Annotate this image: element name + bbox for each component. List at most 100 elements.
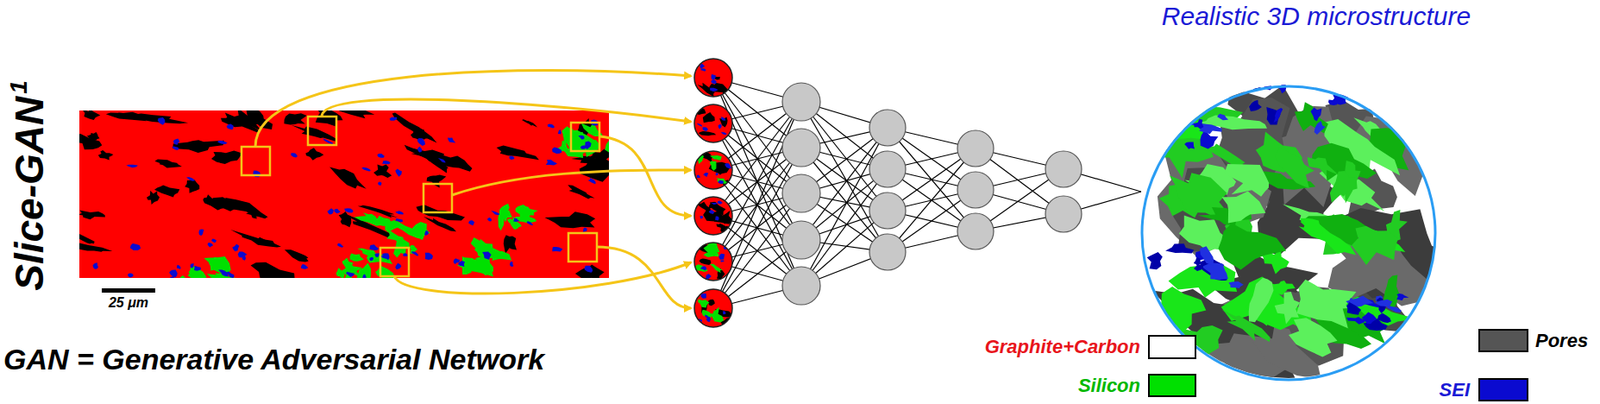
sei-region (127, 272, 134, 277)
patch-box (380, 247, 409, 277)
sei-region (721, 116, 726, 121)
hidden-neuron (869, 233, 906, 270)
sei-region (527, 220, 534, 226)
sei-region (704, 314, 710, 319)
sei-volume (1248, 100, 1262, 112)
sei-region (710, 74, 716, 80)
silicon-volume (1248, 277, 1274, 323)
sei-region (226, 124, 234, 131)
sei-volume (1193, 263, 1204, 271)
pore-region (338, 211, 352, 227)
figure-title: Slice-GAN (6, 96, 52, 291)
scale-label: 25 μm (108, 294, 149, 311)
silicon-volume (1307, 156, 1339, 177)
pore-region (521, 119, 538, 127)
hidden-neuron (1045, 150, 1082, 188)
input-neuron (694, 58, 733, 97)
patch-box (241, 146, 270, 176)
hidden-neuron (869, 150, 906, 188)
pore-region (225, 197, 268, 219)
silicon-region (208, 257, 226, 271)
sei-region (717, 200, 723, 204)
sei-region (417, 138, 426, 146)
input-patch (694, 104, 733, 143)
sei-region (715, 172, 719, 176)
legend-swatch (1148, 334, 1197, 359)
pore-region (79, 225, 95, 244)
pore-region (81, 110, 101, 120)
sei-region (395, 263, 402, 270)
sei-region (710, 202, 718, 205)
sei-region (238, 251, 248, 258)
legend-label: Silicon (1078, 374, 1141, 397)
silicon-volume (1270, 280, 1295, 295)
microstructure-render (1139, 79, 1475, 404)
sei-region (584, 140, 591, 150)
pore-region (439, 153, 472, 171)
silicon-region (697, 299, 710, 308)
sei-region (458, 260, 465, 267)
sei-region (482, 251, 492, 260)
legend-swatch (1478, 377, 1529, 402)
sei-region (720, 259, 724, 262)
silicon-volume (1221, 308, 1270, 342)
silicon-region (350, 253, 365, 262)
sei-region (382, 252, 390, 260)
sei-region (577, 135, 584, 140)
pore-region (329, 167, 367, 189)
sei-region (369, 244, 379, 251)
patch-box (307, 116, 337, 145)
patch-box (423, 183, 452, 213)
silicon-volume (1380, 97, 1431, 125)
sei-region (588, 177, 597, 184)
silicon-region (510, 216, 520, 230)
scale-bar (101, 288, 156, 293)
neural-network (690, 58, 1142, 327)
sei-region (362, 273, 367, 278)
patch-arrow (599, 136, 691, 216)
sei-region (376, 153, 385, 158)
legend-swatch (1148, 373, 1197, 397)
sei-region (700, 266, 708, 271)
sei-region (710, 79, 716, 84)
pore-region (211, 150, 243, 164)
sei-region (722, 310, 727, 314)
sei-region (176, 264, 182, 270)
sei-region (701, 293, 707, 299)
sei-region (721, 131, 728, 135)
silicon-region (394, 219, 421, 239)
sei-region (207, 242, 214, 248)
pore-region (567, 184, 595, 199)
legend-label: Graphite+Carbon (985, 335, 1141, 358)
sei-region (211, 238, 217, 244)
sei-region (377, 181, 382, 186)
legend-label: Pores (1535, 329, 1588, 352)
sei-volume (1199, 245, 1214, 265)
pore-region (715, 223, 724, 228)
sei-volume (1346, 316, 1367, 325)
circle-border (1141, 86, 1436, 380)
hidden-neuron (957, 213, 994, 250)
sei-region (701, 68, 707, 71)
pore-region (98, 150, 114, 161)
silicon-region (475, 257, 495, 269)
input-patch (694, 288, 733, 327)
silicon-region (363, 212, 377, 223)
input-patch (694, 150, 733, 189)
sei-region (411, 250, 419, 256)
silicon-region (519, 209, 530, 218)
hidden-neuron (1045, 195, 1082, 233)
sei-volume (1165, 243, 1194, 253)
sei-region (696, 175, 701, 178)
pore-region (313, 110, 344, 126)
sei-volume (1374, 299, 1393, 308)
patch-arrows (241, 69, 691, 308)
micrograph-image (79, 110, 609, 278)
sei-region (424, 230, 429, 236)
silicon-region (604, 138, 609, 153)
sei-region (345, 271, 355, 277)
pore-region (702, 112, 716, 123)
sei-region (389, 117, 398, 121)
sei-region (337, 243, 344, 248)
